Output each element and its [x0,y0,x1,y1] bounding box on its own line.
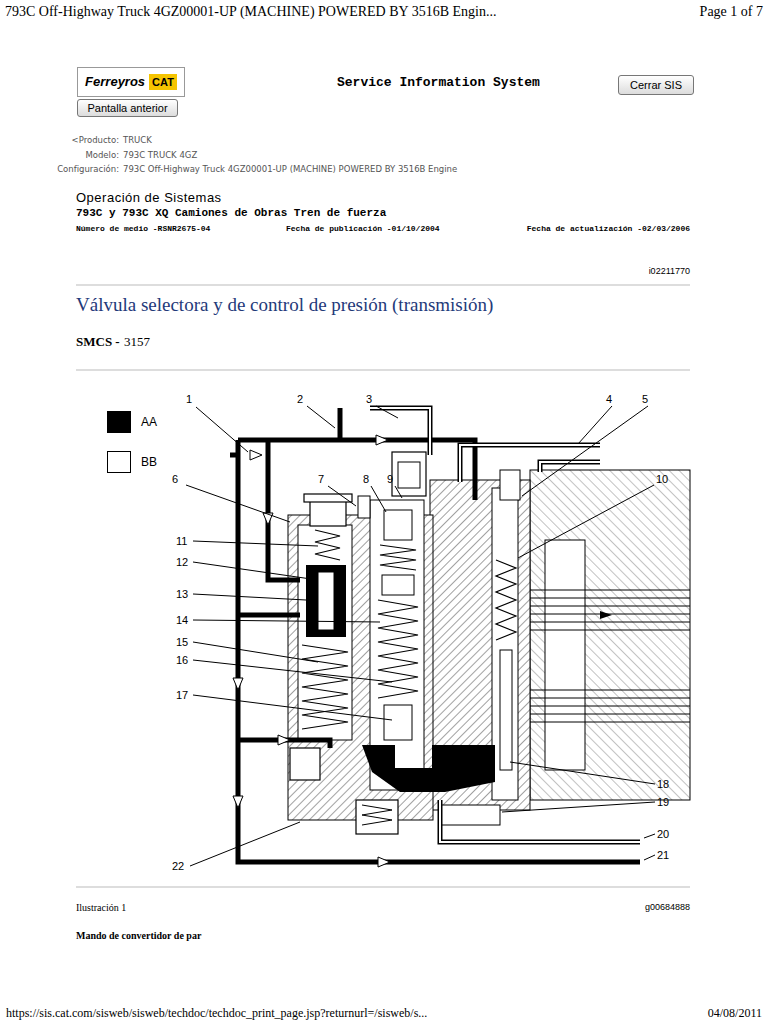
callout-number: 10 [656,473,668,485]
smcs-label: SMCS - [76,334,120,349]
page-header: 793C Off-Highway Truck 4GZ00001-UP (MACH… [5,4,496,20]
media-number: Número de medio -RSNR2675-04 [76,224,210,234]
callout-number: 7 [318,473,324,485]
node-text: Ferreyros [85,72,145,92]
callout-number: 8 [363,473,369,485]
callout-number: 22 [172,860,184,872]
callout-number: 16 [176,654,188,666]
update-date: Fecha de actualización -02/03/2006 [527,224,690,234]
callout-number: 5 [642,393,648,405]
legend-swatch [107,451,131,473]
logo-box: FerreyrosCAT [77,67,185,97]
field-label: Modelo: [85,150,119,161]
smcs-code: 3157 [124,334,150,349]
figure-caption: Mando de convertidor de par [76,930,201,942]
callout-number: 6 [172,473,178,485]
system-title: Service Information System [337,75,540,90]
legend-swatch [107,411,131,433]
callout-number: 12 [176,556,188,568]
callout-number: 3 [366,393,372,405]
callout-number: 9 [387,473,393,485]
button: Pantalla anterior [77,99,178,117]
node-text: Pantalla anterior [87,101,167,115]
page-title: Válvula selectora y de control de presió… [76,294,493,316]
section-subheading: 793C y 793C XQ Camiones de Obras Tren de… [76,207,386,220]
callout-number: 19 [657,796,669,808]
callout-number: 18 [657,778,669,790]
callout-number: 13 [176,588,188,600]
graphic-id: g00684888 [645,902,690,913]
field-value: 793C Off-Highway Truck 4GZ00001-UP (MACH… [123,164,457,175]
node-badge: CAT [149,74,177,90]
print-date: 04/08/2011 [708,1006,762,1020]
callout-number: 15 [176,636,188,648]
callout-number: 17 [176,689,188,701]
callout-number: 21 [657,849,669,861]
section-heading: Operación de Sistemas [76,190,222,205]
callout-number: 2 [297,393,303,405]
callout-number: 20 [657,828,669,840]
field-label: <Producto: [72,135,119,146]
button: Cerrar SIS [618,75,694,95]
field-label: Configuración: [57,164,119,175]
publication-date: Fecha de publicación -01/10/2004 [286,224,440,234]
page-number: Page 1 of 7 [700,4,763,20]
callout-number: 11 [176,535,187,547]
legend-text: BB [141,455,157,469]
figure-number: Ilustración 1 [76,902,126,914]
field-value: TRUCK [123,135,152,146]
legend-text: AA [141,415,157,429]
callout-number: 4 [606,393,612,405]
document-id: i02211770 [649,266,690,277]
page-url: https://sis.cat.com/sisweb/sisweb/techdo… [6,1006,427,1020]
field-value: 793C TRUCK 4GZ [123,150,197,161]
callout-number: 14 [176,614,188,626]
node-text: Cerrar SIS [630,78,682,92]
callout-number: 1 [186,393,192,405]
